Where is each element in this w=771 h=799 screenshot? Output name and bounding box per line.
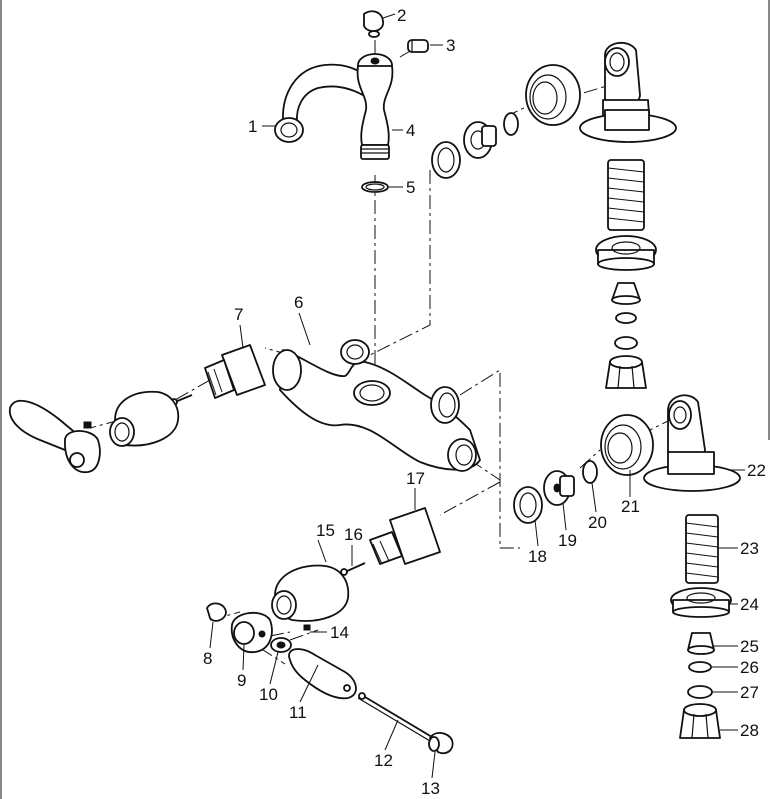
part-labels: 1 2 3 4 5 6 7 8 9 10 11 12 13 14 15 16 1… bbox=[203, 6, 766, 798]
label-part-9: 9 bbox=[237, 671, 246, 690]
upper-elbow bbox=[579, 41, 677, 143]
label-part-21: 21 bbox=[621, 497, 640, 516]
upper-lever-handle bbox=[8, 399, 101, 473]
label-part-27: 27 bbox=[740, 683, 759, 702]
upper-washer bbox=[431, 141, 461, 179]
cartridge-part-17 bbox=[369, 507, 441, 565]
ring-part-20 bbox=[582, 460, 598, 484]
upper-union-nut bbox=[525, 64, 581, 126]
label-part-13: 13 bbox=[421, 779, 440, 798]
label-part-18: 18 bbox=[528, 547, 547, 566]
elbow-part-22 bbox=[643, 394, 741, 492]
spout-cap-part-2 bbox=[363, 10, 384, 38]
leader-lines bbox=[209, 13, 745, 779]
upper-threaded-tail bbox=[607, 159, 645, 231]
label-part-15: 15 bbox=[316, 521, 335, 540]
spout-body-part-4 bbox=[356, 53, 394, 160]
spout-part-1 bbox=[274, 63, 369, 143]
label-part-19: 19 bbox=[558, 531, 577, 550]
label-part-8: 8 bbox=[203, 649, 212, 668]
flange-nut-part-24 bbox=[670, 587, 732, 618]
threaded-tail-part-23 bbox=[685, 514, 719, 584]
label-part-5: 5 bbox=[406, 178, 415, 197]
upper-washer-small bbox=[615, 312, 637, 324]
compression-nut-part-28 bbox=[679, 703, 721, 739]
upper-compression-nut bbox=[605, 355, 647, 389]
upper-small-ring bbox=[503, 112, 519, 136]
label-part-11: 11 bbox=[289, 703, 307, 722]
knob-part-13 bbox=[428, 732, 454, 755]
washer-part-18 bbox=[513, 486, 543, 524]
set-screw-part-3 bbox=[407, 39, 429, 53]
label-part-10: 10 bbox=[259, 685, 278, 704]
label-part-2: 2 bbox=[397, 6, 406, 25]
upper-flange-nut bbox=[595, 235, 657, 271]
label-part-14: 14 bbox=[330, 623, 349, 642]
upper-shroud bbox=[109, 390, 180, 447]
cap-part-8 bbox=[206, 602, 227, 622]
ring-part-27 bbox=[687, 685, 713, 699]
upper-check-valve bbox=[463, 121, 497, 159]
o-ring-part-5 bbox=[361, 181, 389, 193]
upper-olive bbox=[611, 282, 641, 305]
label-part-6: 6 bbox=[294, 293, 303, 312]
cartridge-part-7 bbox=[204, 344, 266, 399]
check-valve-part-19 bbox=[543, 470, 575, 506]
olive-part-25 bbox=[687, 632, 715, 655]
label-part-23: 23 bbox=[740, 539, 759, 558]
screw-part-16 bbox=[340, 562, 366, 576]
valve-body-part-6 bbox=[272, 339, 481, 472]
washer-part-26 bbox=[688, 661, 712, 673]
rod-part-12 bbox=[357, 692, 433, 742]
label-part-3: 3 bbox=[446, 36, 455, 55]
washer-part-10 bbox=[270, 637, 292, 653]
label-part-7: 7 bbox=[234, 305, 243, 324]
upper-ring-small bbox=[614, 336, 638, 350]
label-part-26: 26 bbox=[740, 658, 759, 677]
label-part-4: 4 bbox=[406, 121, 415, 140]
shroud-part-15 bbox=[271, 564, 350, 622]
label-part-17: 17 bbox=[406, 469, 425, 488]
label-part-20: 20 bbox=[588, 513, 607, 532]
label-part-22: 22 bbox=[747, 461, 766, 480]
label-part-25: 25 bbox=[740, 637, 759, 656]
grub-screw-part-14 bbox=[303, 624, 311, 631]
union-nut-part-21 bbox=[600, 414, 654, 476]
lever-handle-part-11 bbox=[288, 648, 357, 700]
hub-part-9 bbox=[230, 611, 273, 653]
label-part-16: 16 bbox=[344, 525, 363, 544]
label-part-28: 28 bbox=[740, 721, 759, 740]
label-part-1: 1 bbox=[248, 117, 257, 136]
label-part-24: 24 bbox=[740, 595, 759, 614]
label-part-12: 12 bbox=[374, 751, 393, 770]
